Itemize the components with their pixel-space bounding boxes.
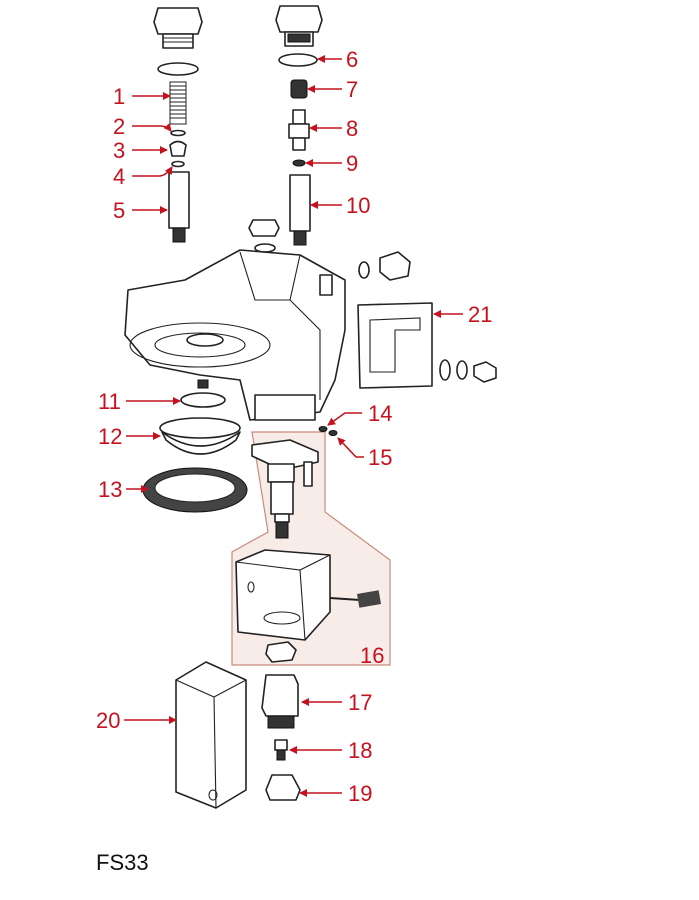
svg-text:13: 13 bbox=[98, 477, 122, 502]
svg-text:8: 8 bbox=[346, 116, 358, 141]
callout-8: 8 bbox=[309, 116, 358, 141]
callout-6: 6 bbox=[317, 47, 358, 72]
fitting-17 bbox=[261, 674, 299, 729]
callout-5: 5 bbox=[113, 198, 168, 223]
svg-text:3: 3 bbox=[113, 138, 125, 163]
callout-21: 21 bbox=[433, 302, 492, 327]
spring bbox=[169, 81, 187, 125]
callout-18: 18 bbox=[289, 738, 372, 763]
bolt-upper bbox=[379, 251, 411, 281]
left-cap-nut bbox=[153, 7, 203, 49]
svg-text:14: 14 bbox=[368, 401, 392, 426]
filter-screen-7 bbox=[290, 79, 308, 99]
svg-text:18: 18 bbox=[348, 738, 372, 763]
insert-18 bbox=[274, 739, 288, 761]
svg-text:21: 21 bbox=[468, 302, 492, 327]
washer-lower-1 bbox=[439, 359, 451, 381]
svg-text:17: 17 bbox=[348, 690, 372, 715]
callout-7: 7 bbox=[307, 77, 358, 102]
svg-text:1: 1 bbox=[113, 84, 125, 109]
svg-text:5: 5 bbox=[113, 198, 125, 223]
left-stem bbox=[168, 171, 190, 243]
o-ring-4 bbox=[171, 160, 185, 168]
cover-20 bbox=[175, 661, 247, 809]
solenoid-valve-stem bbox=[251, 439, 319, 539]
seal-washer-6 bbox=[278, 53, 318, 67]
washer-9 bbox=[292, 159, 306, 167]
callout-3: 3 bbox=[113, 138, 168, 163]
washer-15 bbox=[328, 430, 338, 436]
diaphragm-11 bbox=[180, 379, 226, 408]
svg-text:16: 16 bbox=[360, 643, 384, 668]
washer-lower-2 bbox=[456, 360, 468, 380]
svg-text:19: 19 bbox=[348, 781, 372, 806]
callout-12: 12 bbox=[98, 424, 161, 449]
right-stem-10 bbox=[289, 174, 311, 246]
callout-1: 1 bbox=[113, 84, 171, 109]
svg-text:11: 11 bbox=[98, 389, 121, 414]
svg-text:4: 4 bbox=[113, 164, 125, 189]
svg-text:6: 6 bbox=[346, 47, 358, 72]
callout-15: 15 bbox=[337, 437, 392, 470]
washer-upper bbox=[358, 261, 370, 279]
right-cap-nut bbox=[275, 5, 323, 47]
callout-9: 9 bbox=[305, 151, 358, 176]
strainer-12 bbox=[159, 417, 241, 455]
callout-14: 14 bbox=[327, 401, 392, 426]
bolt-lower bbox=[473, 361, 497, 383]
callout-20: 20 bbox=[96, 708, 177, 733]
body-nut bbox=[248, 219, 280, 237]
svg-text:7: 7 bbox=[346, 77, 358, 102]
svg-text:9: 9 bbox=[346, 151, 358, 176]
svg-text:20: 20 bbox=[96, 708, 120, 733]
valve-body bbox=[124, 249, 346, 421]
nozzle-8 bbox=[288, 109, 310, 151]
svg-text:10: 10 bbox=[346, 193, 370, 218]
callout-17: 17 bbox=[301, 690, 372, 715]
callout-19: 19 bbox=[299, 781, 372, 806]
svg-text:12: 12 bbox=[98, 424, 122, 449]
callout-2: 2 bbox=[113, 114, 172, 139]
coil-nut bbox=[265, 641, 297, 663]
washer-14 bbox=[318, 426, 328, 432]
svg-text:2: 2 bbox=[113, 114, 125, 139]
o-ring-2 bbox=[170, 129, 186, 137]
solenoid-coil bbox=[235, 549, 382, 641]
callout-16: 16 bbox=[360, 643, 384, 668]
callout-13: 13 bbox=[98, 477, 149, 502]
svg-text:15: 15 bbox=[368, 445, 392, 470]
callout-11: 11 bbox=[98, 389, 181, 414]
ring-13 bbox=[142, 467, 248, 513]
callout-4: 4 bbox=[113, 164, 173, 189]
figure-id: FS33 bbox=[96, 850, 149, 875]
valve-cone bbox=[169, 140, 187, 157]
callout-10: 10 bbox=[310, 193, 370, 218]
cap-19 bbox=[265, 774, 301, 801]
left-seal-washer bbox=[157, 62, 199, 76]
